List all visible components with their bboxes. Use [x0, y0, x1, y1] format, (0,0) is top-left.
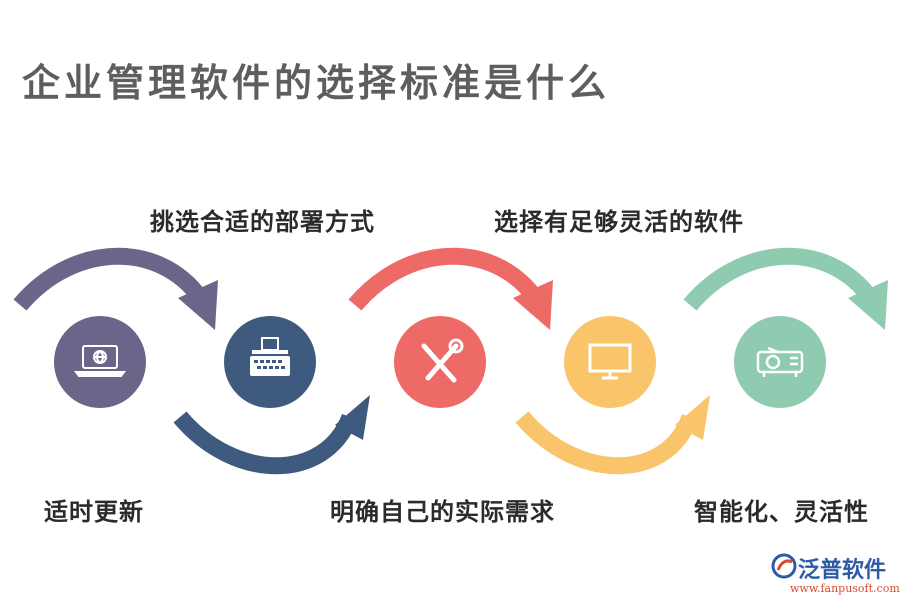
brand-url: www.fanpusoft.com — [790, 582, 900, 595]
arrow-arc-3 — [348, 247, 548, 311]
monitor-icon — [588, 343, 632, 380]
arrow-arc-1 — [13, 247, 213, 311]
page-title: 企业管理软件的选择标准是什么 — [22, 61, 611, 105]
arrowhead-5 — [848, 280, 888, 330]
projector-icon — [756, 346, 804, 377]
typewriter-icon — [250, 337, 290, 376]
step-label-4: 选择有足够灵活的软件 — [494, 208, 744, 236]
step-label-1: 适时更新 — [44, 498, 144, 526]
brand-logo-icon — [771, 553, 797, 579]
step-label-5: 智能化、灵活性 — [694, 498, 869, 526]
brand-logo: 泛普软件 www.fanpusoft.com — [768, 548, 900, 598]
arrow-arc-4 — [515, 411, 699, 475]
brand-name: 泛普软件 — [798, 558, 887, 583]
arrow-arc-2 — [173, 411, 358, 475]
arrowhead-3 — [513, 280, 553, 330]
step-label-2: 挑选合适的部署方式 — [150, 208, 375, 236]
arrowhead-2 — [335, 395, 370, 440]
step-circle-4 — [564, 316, 656, 408]
arrowhead-1 — [178, 280, 218, 330]
step-label-3: 明确自己的实际需求 — [330, 498, 555, 526]
tools-icon — [421, 338, 464, 383]
arrowhead-4 — [675, 395, 710, 440]
arrow-arc-5 — [683, 247, 883, 311]
laptop-globe-icon — [74, 345, 126, 377]
